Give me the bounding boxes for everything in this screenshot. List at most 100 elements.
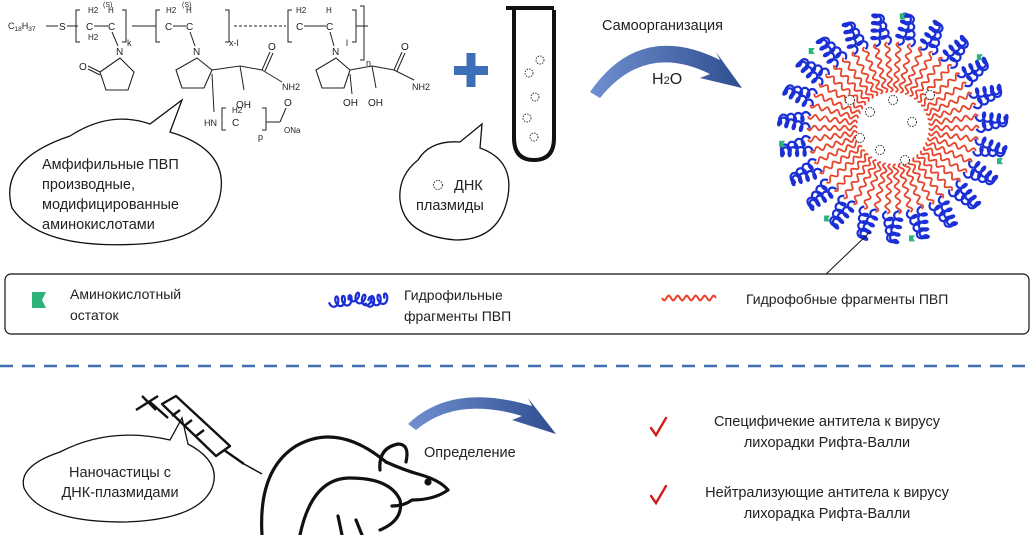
hydrophobic-tail: [807, 113, 859, 126]
result-specific-antibodies: Специфичекие антитела к вирусу лихорадки…: [682, 412, 972, 454]
detection-label: Определение: [424, 445, 516, 461]
hydrophilic-coil: [815, 38, 839, 69]
subscript-p: p: [258, 132, 263, 142]
hydrophobic-tail: [843, 156, 873, 200]
h2-e: H2: [296, 6, 307, 15]
hydrophobic-tail: [834, 153, 869, 193]
hydrophilic-coil: [968, 160, 999, 183]
hydrophobic-tail: [904, 46, 923, 95]
amino-residue-marker: [899, 13, 906, 20]
legend-amino-line-2: остаток: [70, 307, 119, 323]
hydrophobic-tail: [927, 102, 977, 121]
hydrophilic-coil: [806, 178, 829, 209]
legend-hydrophilic-label: Гидрофильные фрагменты ПВП: [404, 285, 604, 327]
test-tube-icon: [506, 6, 556, 163]
bubble-nanoparticles: [22, 416, 215, 523]
hydrophilic-coil: [974, 136, 1008, 155]
o-a: O: [79, 62, 87, 73]
amphiphilic-line-1: Амфифильные ПВП: [42, 157, 179, 173]
hydrophobic-tail: [926, 136, 977, 153]
result-2-line-1: Нейтрализующие антитела к вирусу: [705, 485, 949, 501]
hydrophilic-coil: [782, 87, 814, 108]
hydrophobic-tail: [806, 124, 858, 132]
hydrophilic-coil: [972, 85, 1003, 110]
o-c: O: [284, 98, 292, 109]
hydrophobic-tail: [851, 51, 879, 97]
hydrophilic-coil: [937, 194, 959, 227]
svg-text:H2O: H2O: [652, 71, 682, 88]
hydrophobic-tail: [826, 149, 866, 184]
hydrophilic-coil: [968, 83, 1002, 100]
legend-coil-segment: [364, 292, 389, 308]
hydrophobic-tail: [925, 91, 973, 116]
mouse-icon: [260, 435, 450, 535]
hydrophilic-coil: [872, 13, 893, 46]
self-assembly-label: Самоорганизация: [602, 18, 723, 34]
alkyl-sub1: 18: [15, 26, 23, 33]
h2-a: H2: [88, 6, 99, 15]
hydrophobic-tail: [883, 41, 894, 93]
hydrophilic-coil: [903, 13, 917, 48]
result-1-line-1: Специфичекие антитела к вирусу: [713, 414, 941, 430]
alkyl-sub2: 37: [28, 26, 36, 33]
n-c: N: [332, 47, 339, 58]
plasmid-dot: [925, 90, 935, 100]
c-d: C: [186, 22, 193, 33]
dna-line-2: плазмиды: [416, 198, 484, 214]
hydrophilic-coil: [780, 145, 814, 158]
hydrophilic-coil-icon: [327, 291, 389, 308]
hydrophobic-tail: [807, 129, 858, 143]
subscript-k: k: [127, 38, 132, 48]
nanoparticles-label: Наночастицы с ДНК-плазмидами: [40, 463, 200, 503]
hydrophilic-coil: [841, 22, 859, 56]
hydrophilic-coil: [790, 167, 823, 187]
amphiphilic-line-4: аминокислотами: [42, 217, 155, 233]
legend-box: [4, 273, 1030, 335]
nh2-b: NH2: [412, 82, 430, 92]
svg-text:C18H37: C18H37: [8, 21, 36, 33]
check-icon-1: [649, 416, 668, 438]
detection-arrow-icon: [408, 397, 556, 434]
n-b: N: [193, 47, 200, 58]
plasmid-dot: [900, 155, 910, 165]
subscript-xl: x-l: [229, 38, 239, 48]
hydrophilic-coil: [916, 205, 931, 240]
nh2-a: NH2: [282, 82, 300, 92]
plasmid-dot: [907, 117, 917, 127]
amino-residue-marker: [824, 215, 831, 222]
h-c: H: [326, 6, 332, 15]
hydrophilic-coil: [974, 111, 1009, 125]
amino-residue-marker: [976, 54, 983, 61]
hydrophobic-tail: [928, 113, 979, 127]
stereo-1: (S): [103, 2, 112, 9]
subscript-l: l: [346, 38, 348, 48]
c-e: C: [232, 118, 239, 129]
hydrophilic-coil: [859, 208, 879, 241]
hydrophilic-coil: [856, 205, 870, 240]
hydrophobic-tail: [917, 63, 952, 103]
amphiphilic-line-2: производные,: [42, 177, 135, 193]
hydrophobic-tail: [909, 50, 933, 97]
legend-hydrophobic-label: Гидрофобные фрагменты ПВП: [746, 291, 949, 307]
hydrophilic-coil: [843, 21, 869, 50]
hydrophobic-tail: [898, 42, 913, 94]
hydrophobic-tail: [813, 93, 861, 114]
micelle-nanoparticle: [777, 12, 1009, 245]
hydrophobic-tail: [832, 64, 870, 102]
hydrophobic-tail: [825, 73, 867, 106]
hydrophilic-coil: [795, 60, 824, 86]
h2-c: H2: [166, 6, 177, 15]
hydrophilic-coil: [829, 194, 847, 228]
oh-c: OH: [368, 98, 383, 109]
plasmid-dot: [855, 133, 865, 143]
amphiphilic-line-3: модифицированные: [42, 197, 179, 213]
subscript-n: n: [366, 58, 371, 68]
c-a: C: [86, 22, 93, 33]
hydrophilic-coil: [783, 84, 818, 99]
amino-residue-icon: [32, 292, 46, 308]
hydrophobic-tail: [872, 43, 889, 94]
amino-residue-marker: [779, 140, 786, 147]
hydrophilic-coil: [955, 179, 982, 208]
hydrophilic-coil: [975, 115, 1009, 134]
oh-b: OH: [343, 98, 358, 109]
